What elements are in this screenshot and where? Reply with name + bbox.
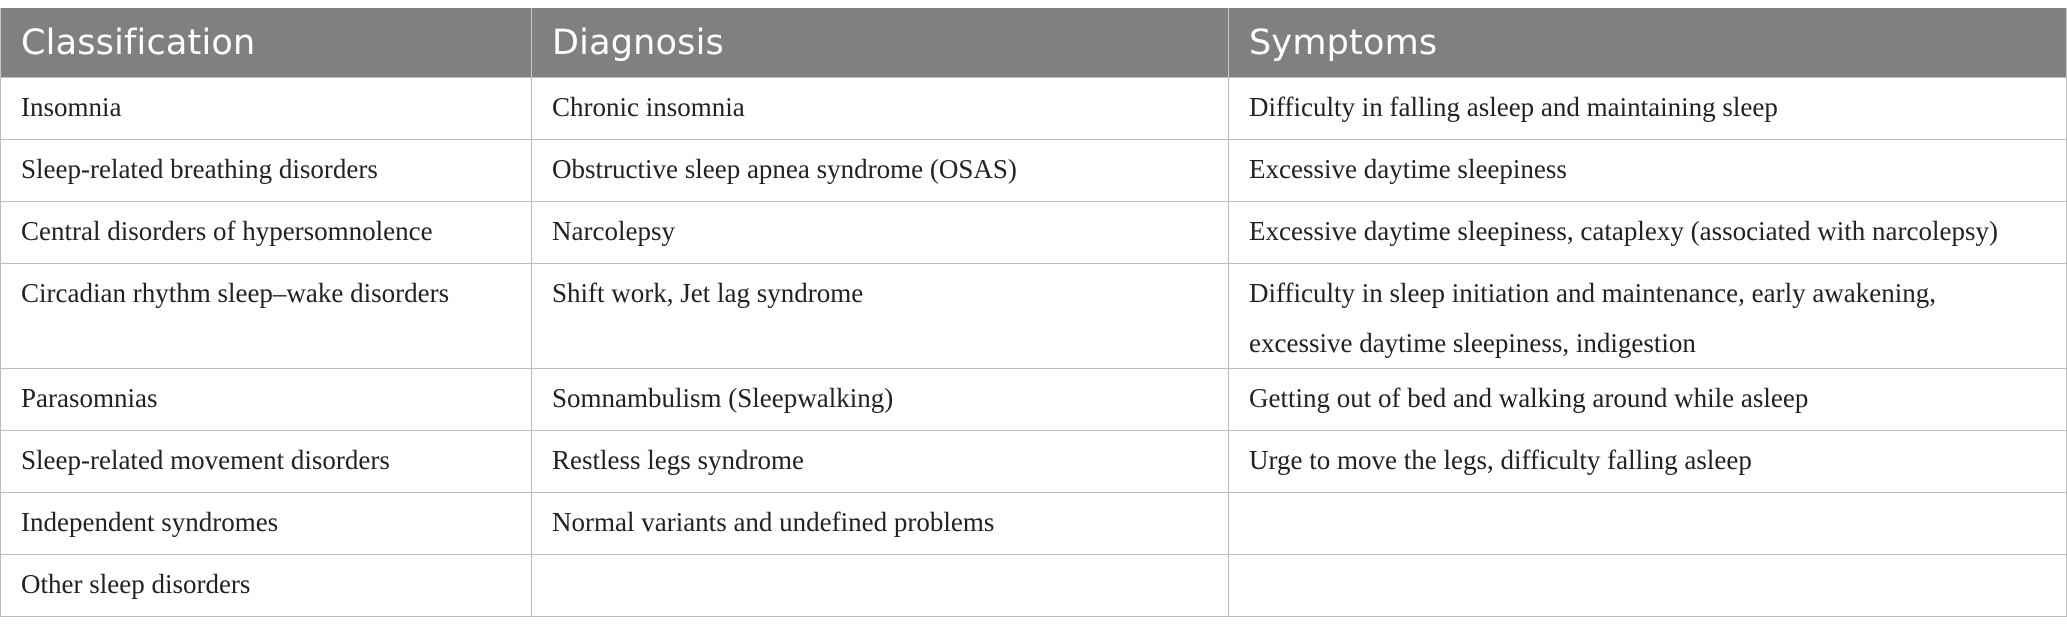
cell-symptoms [1228,554,2067,617]
sleep-disorders-table: Classification Diagnosis Symptoms Insomn… [0,8,2067,617]
header-symptoms: Symptoms [1228,8,2067,78]
cell-symptoms: Getting out of bed and walking around wh… [1228,368,2067,431]
cell-diagnosis: Chronic insomnia [531,77,1229,140]
cell-symptoms: Excessive daytime sleepiness [1228,139,2067,202]
table-row: Other sleep disorders [0,554,2067,617]
cell-diagnosis: Restless legs syndrome [531,430,1229,493]
cell-classification: Central disorders of hypersomnolence [0,201,532,264]
cell-classification: Insomnia [0,77,532,140]
header-classification: Classification [0,8,532,78]
table-row: Sleep-related breathing disorders Obstru… [0,139,2067,202]
cell-diagnosis: Narcolepsy [531,201,1229,264]
cell-symptoms: Difficulty in sleep initiation and maint… [1228,263,2067,369]
cell-symptoms: Excessive daytime sleepiness, cataplexy … [1228,201,2067,264]
cell-classification: Independent syndromes [0,492,532,555]
cell-symptoms: Difficulty in falling asleep and maintai… [1228,77,2067,140]
cell-symptoms [1228,492,2067,555]
table-row: Sleep-related movement disorders Restles… [0,430,2067,493]
header-row: Classification Diagnosis Symptoms [0,8,2067,78]
table-row: Insomnia Chronic insomnia Difficulty in … [0,77,2067,140]
cell-classification: Sleep-related movement disorders [0,430,532,493]
table-row: Independent syndromes Normal variants an… [0,492,2067,555]
cell-diagnosis [531,554,1229,617]
cell-symptoms: Urge to move the legs, difficulty fallin… [1228,430,2067,493]
cell-classification: Sleep-related breathing disorders [0,139,532,202]
table-row: Parasomnias Somnambulism (Sleepwalking) … [0,368,2067,431]
table-row: Central disorders of hypersomnolence Nar… [0,201,2067,264]
cell-diagnosis: Shift work, Jet lag syndrome [531,263,1229,369]
cell-diagnosis: Normal variants and undefined problems [531,492,1229,555]
cell-diagnosis: Somnambulism (Sleepwalking) [531,368,1229,431]
cell-classification: Other sleep disorders [0,554,532,617]
table-row: Circadian rhythm sleep–wake disorders Sh… [0,263,2067,369]
table-header: Classification Diagnosis Symptoms [0,8,2067,78]
cell-classification: Parasomnias [0,368,532,431]
cell-diagnosis: Obstructive sleep apnea syndrome (OSAS) [531,139,1229,202]
table-container: Classification Diagnosis Symptoms Insomn… [0,8,2067,617]
header-diagnosis: Diagnosis [531,8,1229,78]
table-body: Insomnia Chronic insomnia Difficulty in … [0,77,2067,617]
cell-classification: Circadian rhythm sleep–wake disorders [0,263,532,369]
